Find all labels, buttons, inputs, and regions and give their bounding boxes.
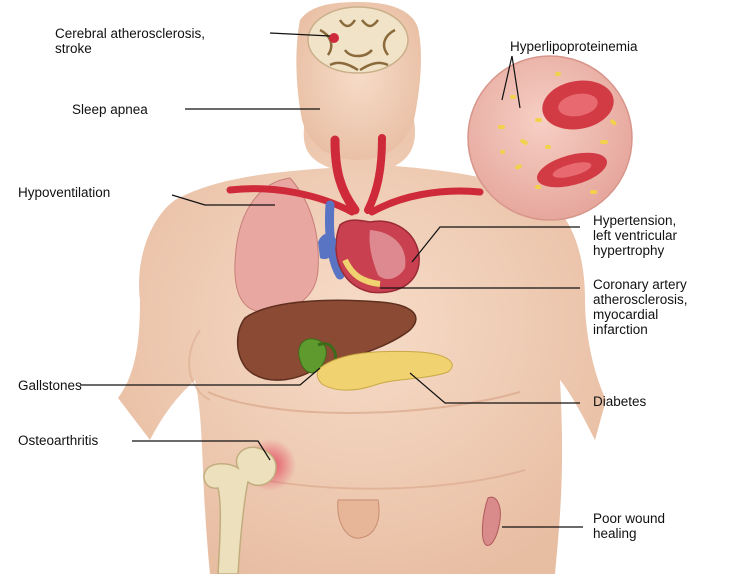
- label-cerebral-atherosclerosis-stroke: Cerebral atherosclerosis, stroke: [55, 26, 205, 56]
- brain: [308, 7, 408, 73]
- label-hypoventilation: Hypoventilation: [18, 185, 110, 200]
- label-poor-wound-healing: Poor wound healing: [593, 511, 665, 541]
- label-osteoarthritis: Osteoarthritis: [18, 433, 98, 448]
- stroke-spot: [329, 33, 339, 43]
- blood-inset: [468, 56, 632, 220]
- label-diabetes: Diabetes: [593, 394, 646, 409]
- label-sleep-apnea: Sleep apnea: [72, 102, 148, 117]
- label-coronary-artery: Coronary artery atherosclerosis, myocard…: [593, 277, 688, 337]
- label-hypertension: Hypertension, left ventricular hypertrop…: [593, 213, 677, 258]
- label-gallstones: Gallstones: [18, 378, 82, 393]
- label-hyperlipoproteinemia: Hyperlipoproteinemia: [510, 39, 638, 54]
